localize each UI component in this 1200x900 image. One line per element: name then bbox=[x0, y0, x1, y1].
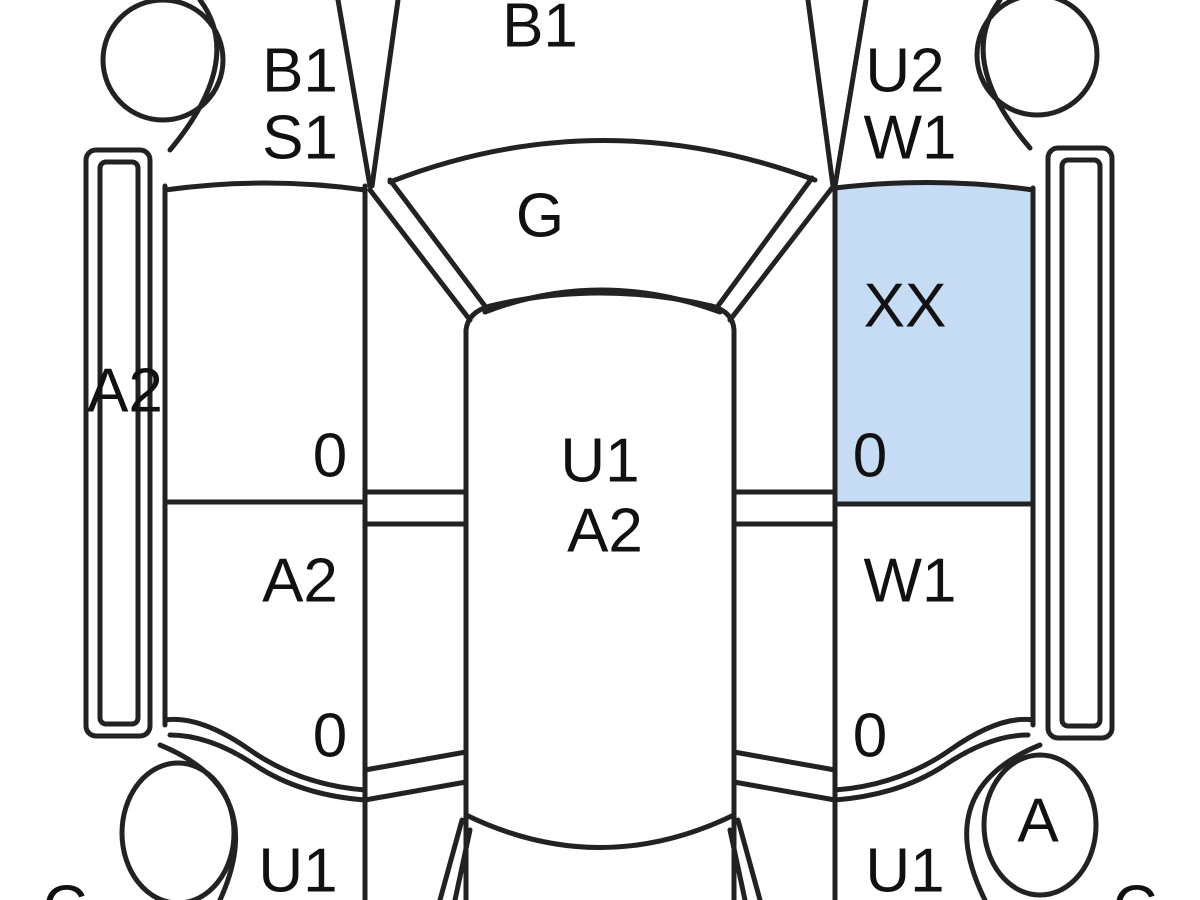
c-pillar-left-2 bbox=[452, 827, 473, 900]
c-pillar-left-1 bbox=[437, 817, 465, 900]
front-right-wheel-arch bbox=[980, 0, 1033, 151]
windshield-outer bbox=[387, 138, 818, 185]
label-hood: B1 bbox=[502, 0, 578, 60]
rear-left-wheel-arch bbox=[157, 742, 239, 900]
right-rear-curve-2 bbox=[832, 732, 1031, 803]
front-right-wheel bbox=[974, 0, 1100, 118]
label-front-left-door-value: 0 bbox=[313, 421, 347, 490]
label-rear-right-fender: U1 bbox=[865, 836, 944, 900]
a-pillar-left-2 bbox=[387, 177, 491, 313]
right-top-curve bbox=[832, 179, 1036, 193]
c-pillar-right-2 bbox=[727, 827, 748, 900]
c-pillar-right-1 bbox=[735, 817, 763, 900]
left-sill-inner bbox=[97, 159, 141, 727]
right-sill-inner bbox=[1059, 157, 1103, 729]
rear-bar-right-2 bbox=[731, 779, 838, 803]
label-front-left-fender-2: S1 bbox=[262, 103, 338, 172]
a-pillar-right-2 bbox=[712, 175, 815, 313]
label-front-right-fender-1: U2 bbox=[865, 36, 944, 105]
left-rear-curve-2 bbox=[167, 732, 368, 803]
left-top-curve bbox=[162, 180, 368, 193]
front-left-wheel-arch bbox=[167, 0, 220, 153]
label-front-right-door-value: 0 bbox=[853, 421, 887, 490]
label-front-left-fender-1: B1 bbox=[262, 36, 338, 105]
label-front-right-fender-2: W1 bbox=[864, 103, 957, 172]
rear-right-wheel bbox=[981, 752, 1099, 898]
label-rear-left-corner: C bbox=[43, 873, 88, 900]
right-rear-curve bbox=[832, 716, 1036, 793]
label-left-sill: A2 bbox=[87, 356, 163, 425]
front-right-door-highlight bbox=[835, 182, 1033, 502]
rear-window-arc bbox=[463, 812, 737, 850]
label-rear-right-door: W1 bbox=[864, 546, 957, 615]
label-roof-1: U1 bbox=[560, 426, 639, 495]
hood-right-line-2 bbox=[832, 0, 869, 189]
label-rear-left-door: A2 bbox=[262, 546, 338, 615]
hood-left-line-1 bbox=[335, 0, 373, 189]
label-windshield: G bbox=[516, 181, 564, 250]
label-rear-right-wheel: A bbox=[1017, 786, 1059, 855]
right-sill bbox=[1045, 145, 1115, 741]
label-front-right-door: XX bbox=[864, 271, 947, 340]
label-rear-right-door-value: 0 bbox=[853, 701, 887, 770]
rear-right-wheel-arch bbox=[964, 742, 1043, 900]
hood-left-line-2 bbox=[369, 0, 401, 189]
a-pillar-left-1 bbox=[367, 187, 473, 323]
label-roof-2: A2 bbox=[567, 496, 643, 565]
label-rear-left-door-value: 0 bbox=[313, 701, 347, 770]
a-pillar-right-1 bbox=[727, 185, 835, 323]
front-left-wheel bbox=[100, 0, 226, 123]
left-rear-curve bbox=[162, 716, 368, 793]
rear-bar-right-1 bbox=[731, 749, 838, 773]
rear-bar-left-2 bbox=[362, 779, 469, 803]
rear-bar-left-1 bbox=[362, 749, 469, 773]
hood-right-line-1 bbox=[805, 0, 836, 189]
roof-outline bbox=[463, 290, 737, 900]
label-rear-left-fender: U1 bbox=[258, 836, 337, 900]
left-sill bbox=[83, 147, 153, 739]
label-rear-right-corner: C bbox=[1113, 873, 1158, 900]
